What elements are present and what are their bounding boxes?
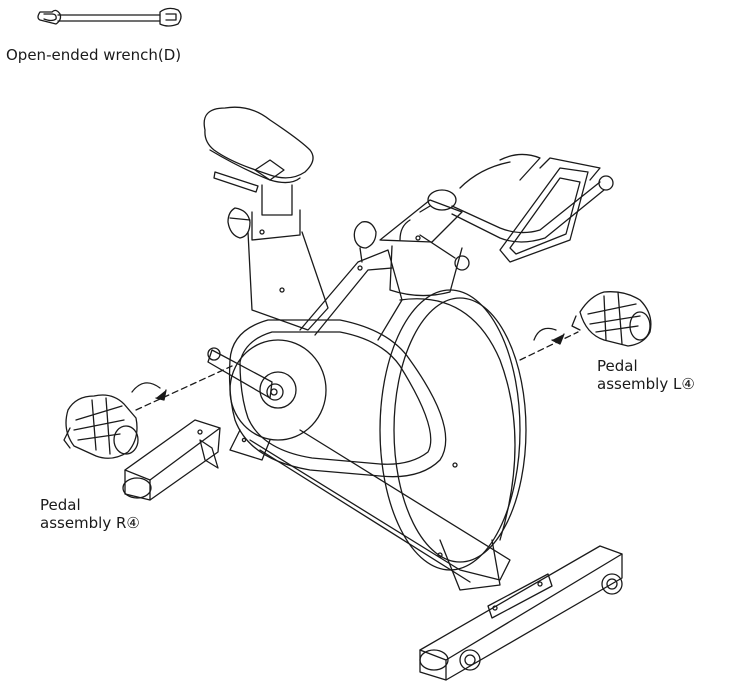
pedal-right	[63, 394, 139, 459]
rotation-arrow-right-icon	[131, 382, 167, 401]
open-ended-wrench-icon	[37, 7, 182, 27]
lower-frame	[199, 429, 511, 591]
callout-pedal-right-line2: assembly R④	[40, 514, 140, 532]
seat-tower	[227, 184, 329, 331]
flywheel	[379, 289, 527, 571]
front-stabilizer	[419, 545, 623, 681]
frame	[299, 221, 403, 341]
callout-pedal-right: Pedal assembly R④	[40, 496, 140, 532]
belt-guard	[228, 319, 447, 478]
callout-pedal-left: Pedal assembly L④	[597, 357, 695, 393]
rotation-arrow-left-icon	[533, 327, 565, 345]
crank-arm-right	[207, 347, 273, 399]
axle-guide-lines	[135, 331, 579, 411]
pedal-left	[571, 291, 652, 347]
callout-pedal-right-line1: Pedal	[40, 496, 81, 514]
callout-pedal-left-line1: Pedal	[597, 357, 638, 375]
seat	[203, 106, 314, 193]
callout-pedal-left-line2: assembly L④	[597, 375, 695, 393]
handlebar	[379, 153, 614, 297]
tool-label: Open-ended wrench(D)	[6, 46, 182, 64]
rear-stabilizer	[122, 419, 221, 501]
